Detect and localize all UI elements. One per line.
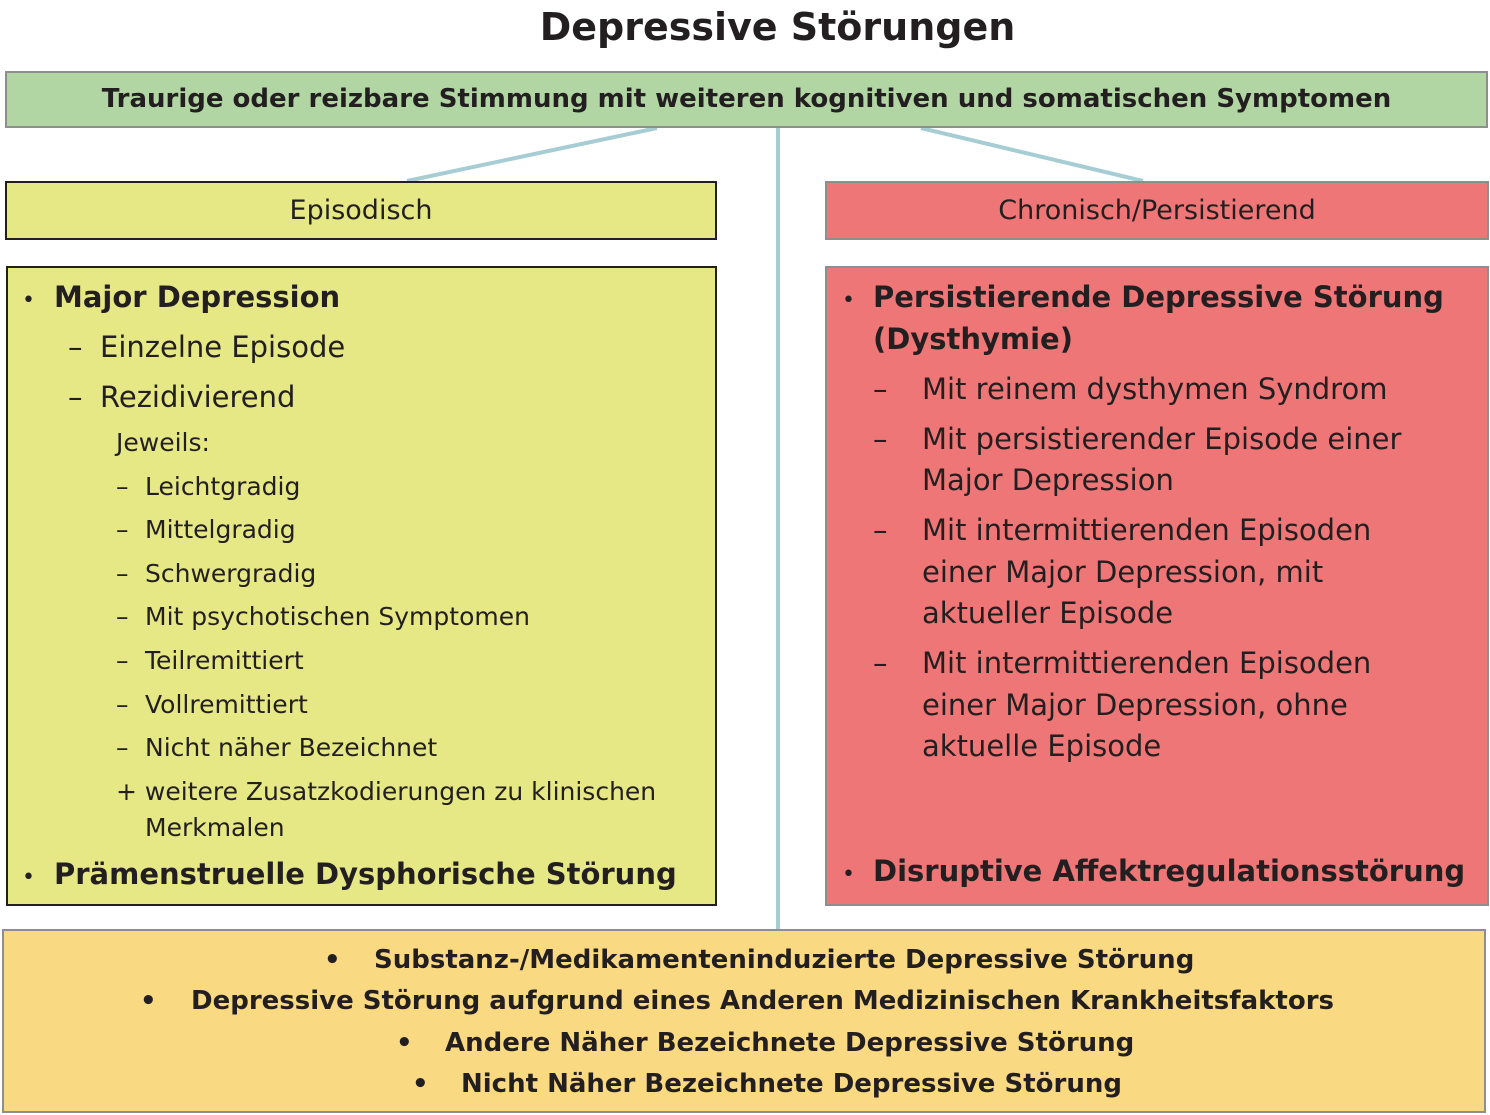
bullet: • xyxy=(22,865,35,890)
dash: – xyxy=(873,372,888,406)
dash: – xyxy=(116,472,129,501)
connector-left xyxy=(406,126,658,183)
pdd-item-4-line-2: einer Major Depression, ohne xyxy=(922,688,1348,722)
bullet: • xyxy=(324,945,341,975)
pdd-item-4-line-3: aktuelle Episode xyxy=(922,729,1162,763)
pdd-item-4-line-1: Mit intermittierenden Episoden xyxy=(922,646,1372,680)
dash: – xyxy=(68,380,83,414)
severity-6: Vollremittiert xyxy=(145,690,308,719)
severity-7: Nicht näher Bezeichnet xyxy=(145,733,438,762)
pdd-item-3-line-2: einer Major Depression, mit xyxy=(922,555,1324,589)
pdd-item-3-line-3: aktueller Episode xyxy=(922,596,1174,630)
pdd-line-2: (Dysthymie) xyxy=(873,322,1073,356)
dash: – xyxy=(873,513,888,547)
bullet: • xyxy=(842,288,855,313)
pdd-item-1-line-1: Mit reinem dysthymen Syndrom xyxy=(922,372,1388,406)
bullet: • xyxy=(412,1069,429,1099)
other-disorders-box: • Substanz-/Medikamenteninduzierte Depre… xyxy=(2,929,1486,1113)
zusatz-line-2: Merkmalen xyxy=(145,813,285,842)
bullet: • xyxy=(22,288,35,313)
zusatz-line-1: + weitere Zusatzkodierungen zu klinische… xyxy=(116,777,657,806)
pdd-item-2-line-2: Major Depression xyxy=(922,463,1174,497)
severity-1: Leichtgradig xyxy=(145,472,301,501)
dash: – xyxy=(116,602,129,631)
severity-3: Schwergradig xyxy=(145,559,317,588)
bullet: • xyxy=(140,986,157,1016)
dash: – xyxy=(116,559,129,588)
connector-right xyxy=(920,126,1144,183)
pmds-label: Prämenstruelle Dysphorische Störung xyxy=(54,857,677,891)
dash: – xyxy=(116,733,129,762)
dash: – xyxy=(116,515,129,544)
page-title: Depressive Störungen xyxy=(539,5,1016,49)
pdd-item-2-line-1: Mit persistierender Episode einer xyxy=(922,422,1402,456)
bullet: • xyxy=(396,1028,413,1058)
pdd-line-1: Persistierende Depressive Störung xyxy=(873,280,1444,314)
dash: – xyxy=(116,646,129,675)
episodic-header: Episodisch xyxy=(5,181,717,240)
major-sub-2: Rezidivierend xyxy=(100,380,296,414)
chronic-header: Chronisch/Persistierend xyxy=(825,181,1489,240)
other-item-4: Nicht Näher Bezeichnete Depressive Störu… xyxy=(461,1069,1122,1099)
chronic-box: • Persistierende Depressive Störung (Dys… xyxy=(825,266,1489,906)
jeweils-label: Jeweils: xyxy=(116,428,210,457)
dash: – xyxy=(68,330,83,364)
mood-summary-box: Traurige oder reizbare Stimmung mit weit… xyxy=(5,71,1488,128)
major-sub-1: Einzelne Episode xyxy=(100,330,346,364)
other-item-3: Andere Näher Bezeichnete Depressive Stör… xyxy=(445,1028,1135,1058)
other-item-2: Depressive Störung aufgrund eines Andere… xyxy=(191,986,1334,1016)
dash: – xyxy=(873,422,888,456)
severity-2: Mittelgradig xyxy=(145,515,296,544)
episodic-box: • Major Depression – Einzelne Episode – … xyxy=(6,266,717,906)
dash: – xyxy=(873,646,888,680)
severity-5: Teilremittiert xyxy=(145,646,304,675)
severity-4: Mit psychotischen Symptomen xyxy=(145,602,530,631)
major-depression-label: Major Depression xyxy=(54,280,341,314)
dash: – xyxy=(116,690,129,719)
pdd-item-3-line-1: Mit intermittierenden Episoden xyxy=(922,513,1372,547)
other-item-1: Substanz-/Medikamenteninduzierte Depress… xyxy=(374,945,1195,975)
dmdd-label: Disruptive Affektregulationsstörung xyxy=(873,854,1466,888)
bullet: • xyxy=(842,862,855,887)
